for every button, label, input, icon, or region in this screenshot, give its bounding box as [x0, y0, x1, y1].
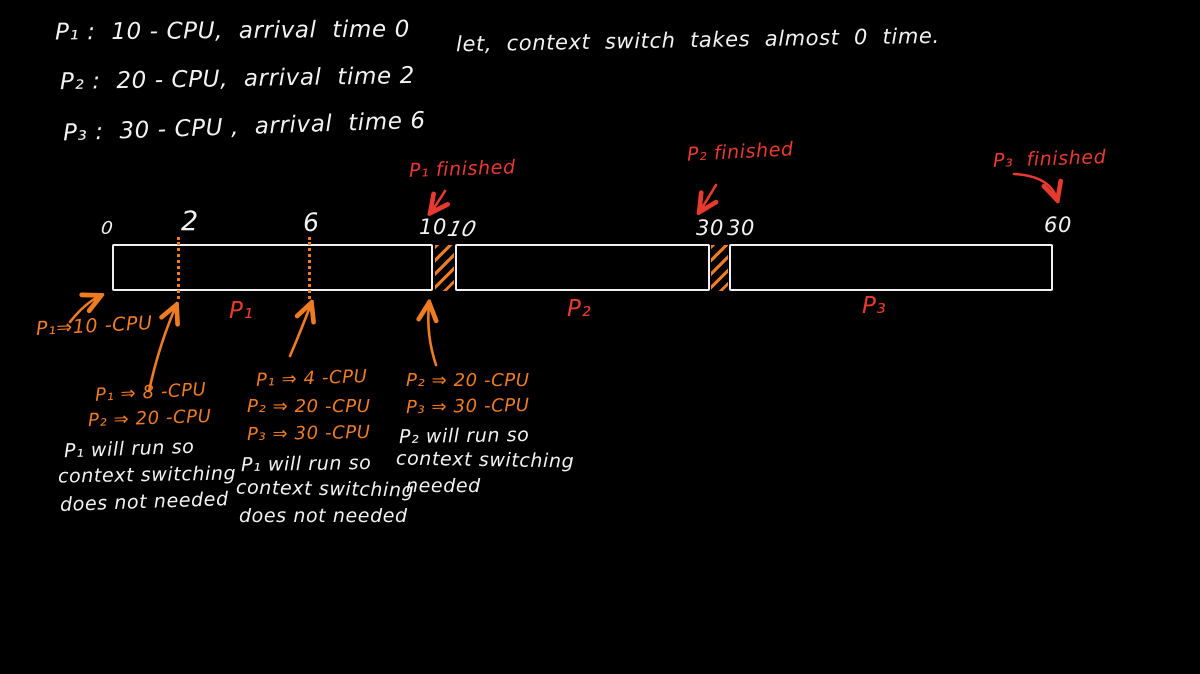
block2-state-3: P₃ ⇒ 30 -CPU	[246, 421, 371, 446]
tick-6: 6	[302, 207, 321, 238]
gantt-segment-p3	[729, 244, 1053, 291]
context-switch-hatch-1	[435, 245, 454, 291]
arrow-block1-to-t2	[147, 306, 176, 393]
block1-note-line-1: P₁ will run so	[63, 435, 195, 463]
gantt-segment-p2	[455, 244, 710, 291]
block2-state-1: P₁ ⇒ 4 -CPU	[255, 366, 368, 391]
tick-30b: 30	[727, 216, 755, 240]
block3-note-line-3: needed	[406, 475, 481, 497]
arrow-block3-to-t10	[428, 304, 436, 367]
tick-10b: 10	[445, 217, 480, 241]
block1-state-1: P₁ ⇒ 8 -CPU	[94, 379, 207, 406]
tick-10a: 10	[419, 215, 447, 239]
block3-state-2: P₃ ⇒ 30 -CPU	[405, 394, 530, 419]
arrow-p2-finished-to-30	[700, 183, 716, 211]
gantt-segment-p1	[112, 244, 433, 291]
block3-note-line-2: context switching	[395, 447, 575, 473]
process-definition-p2: P₂ : 20 - CPU, arrival time 2	[59, 62, 416, 96]
segment-label-p1: P₁	[229, 298, 254, 324]
tick-60: 60	[1044, 213, 1072, 237]
segment-label-p3: P₃	[862, 293, 887, 319]
block1-note-line-2: context switching	[57, 462, 237, 488]
arrival-marker-t2	[177, 237, 180, 299]
block2-note-line-1: P₁ will run so	[240, 451, 372, 477]
block1-note-line-3: does not needed	[59, 488, 230, 516]
tick-2: 2	[181, 206, 199, 237]
arrow-block2-to-t6	[288, 304, 311, 358]
finished-note-p3: P₃ finished	[992, 146, 1107, 172]
arrow-p1-finished-to-10	[431, 189, 445, 212]
block2-note-line-3: does not needed	[239, 505, 408, 527]
finished-note-p2: P₂ finished	[686, 138, 795, 166]
block2-note-line-2: context switching	[235, 476, 415, 502]
tick-30a: 30	[696, 216, 724, 240]
block3-note-line-1: P₂ will run so	[398, 423, 530, 449]
tick-0: 0	[99, 217, 115, 240]
annotation-start-state: P₁⇒10 -CPU	[35, 311, 154, 341]
context-switch-hatch-2	[711, 245, 728, 291]
block3-state-1: P₂ ⇒ 20 -CPU	[406, 370, 530, 391]
arrow-p3-finished-to-60	[1012, 172, 1057, 199]
arrival-marker-t6	[308, 237, 311, 299]
process-definition-p3: P₃ : 30 - CPU , arrival time 6	[62, 107, 427, 147]
context-switch-assumption-note: let, context switch takes almost 0 time.	[455, 23, 940, 57]
segment-label-p2: P₂	[567, 296, 592, 322]
block2-state-2: P₂ ⇒ 20 -CPU	[247, 396, 371, 417]
process-definition-p1: P₁ : 10 - CPU, arrival time 0	[54, 16, 410, 46]
finished-note-p1: P₁ finished	[408, 156, 517, 182]
block1-state-2: P₂ ⇒ 20 -CPU	[87, 405, 212, 432]
